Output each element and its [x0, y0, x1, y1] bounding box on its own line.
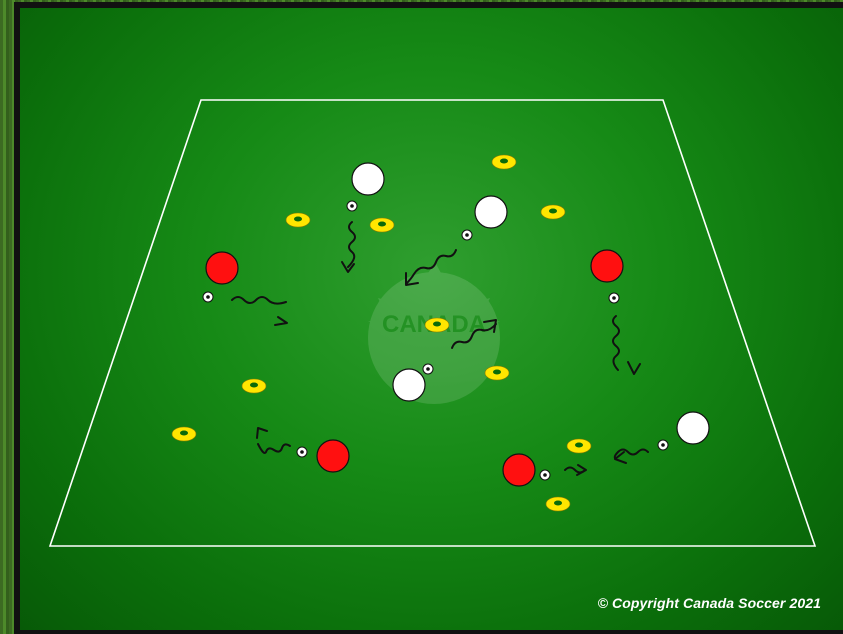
- cone-icon: [370, 218, 394, 232]
- cone-icon: [485, 366, 509, 380]
- soccer-ball-icon: [203, 292, 213, 302]
- dribble-arrow-icon: [615, 450, 648, 464]
- dribble-arrow-icon: [232, 297, 287, 325]
- soccer-ball-icon: [297, 447, 307, 457]
- cone-icon: [546, 497, 570, 511]
- red-player-icon: [317, 440, 349, 472]
- dribble-arrow-icon: [613, 316, 640, 374]
- cone-icon: [286, 213, 310, 227]
- soccer-ball-icon: [540, 470, 550, 480]
- white-player-icon: [393, 369, 425, 401]
- red-player-icon: [503, 454, 535, 486]
- white-player-icon: [677, 412, 709, 444]
- dribble-arrow-icon: [257, 428, 290, 453]
- red-player-icon: [591, 250, 623, 282]
- cone-icon: [492, 155, 516, 169]
- canada-soccer-watermark: CANADA: [368, 262, 500, 404]
- cone-icon: [242, 379, 266, 393]
- soccer-ball-icon: [658, 440, 668, 450]
- cone-icon: [567, 439, 591, 453]
- dribble-arrow-icon: [565, 465, 586, 475]
- white-player-icon: [475, 196, 507, 228]
- white-player-icon: [352, 163, 384, 195]
- soccer-ball-icon: [609, 293, 619, 303]
- dribble-arrow-icon: [342, 222, 355, 272]
- red-player-icon: [206, 252, 238, 284]
- cone-icon: [172, 427, 196, 441]
- soccer-ball-icon: [347, 201, 357, 211]
- soccer-ball-icon: [462, 230, 472, 240]
- copyright-notice: © Copyright Canada Soccer 2021: [598, 595, 821, 611]
- cone-icon: [541, 205, 565, 219]
- soccer-ball-icon: [423, 364, 433, 374]
- watermark-ball: [368, 272, 500, 404]
- cone-icon: [425, 318, 449, 332]
